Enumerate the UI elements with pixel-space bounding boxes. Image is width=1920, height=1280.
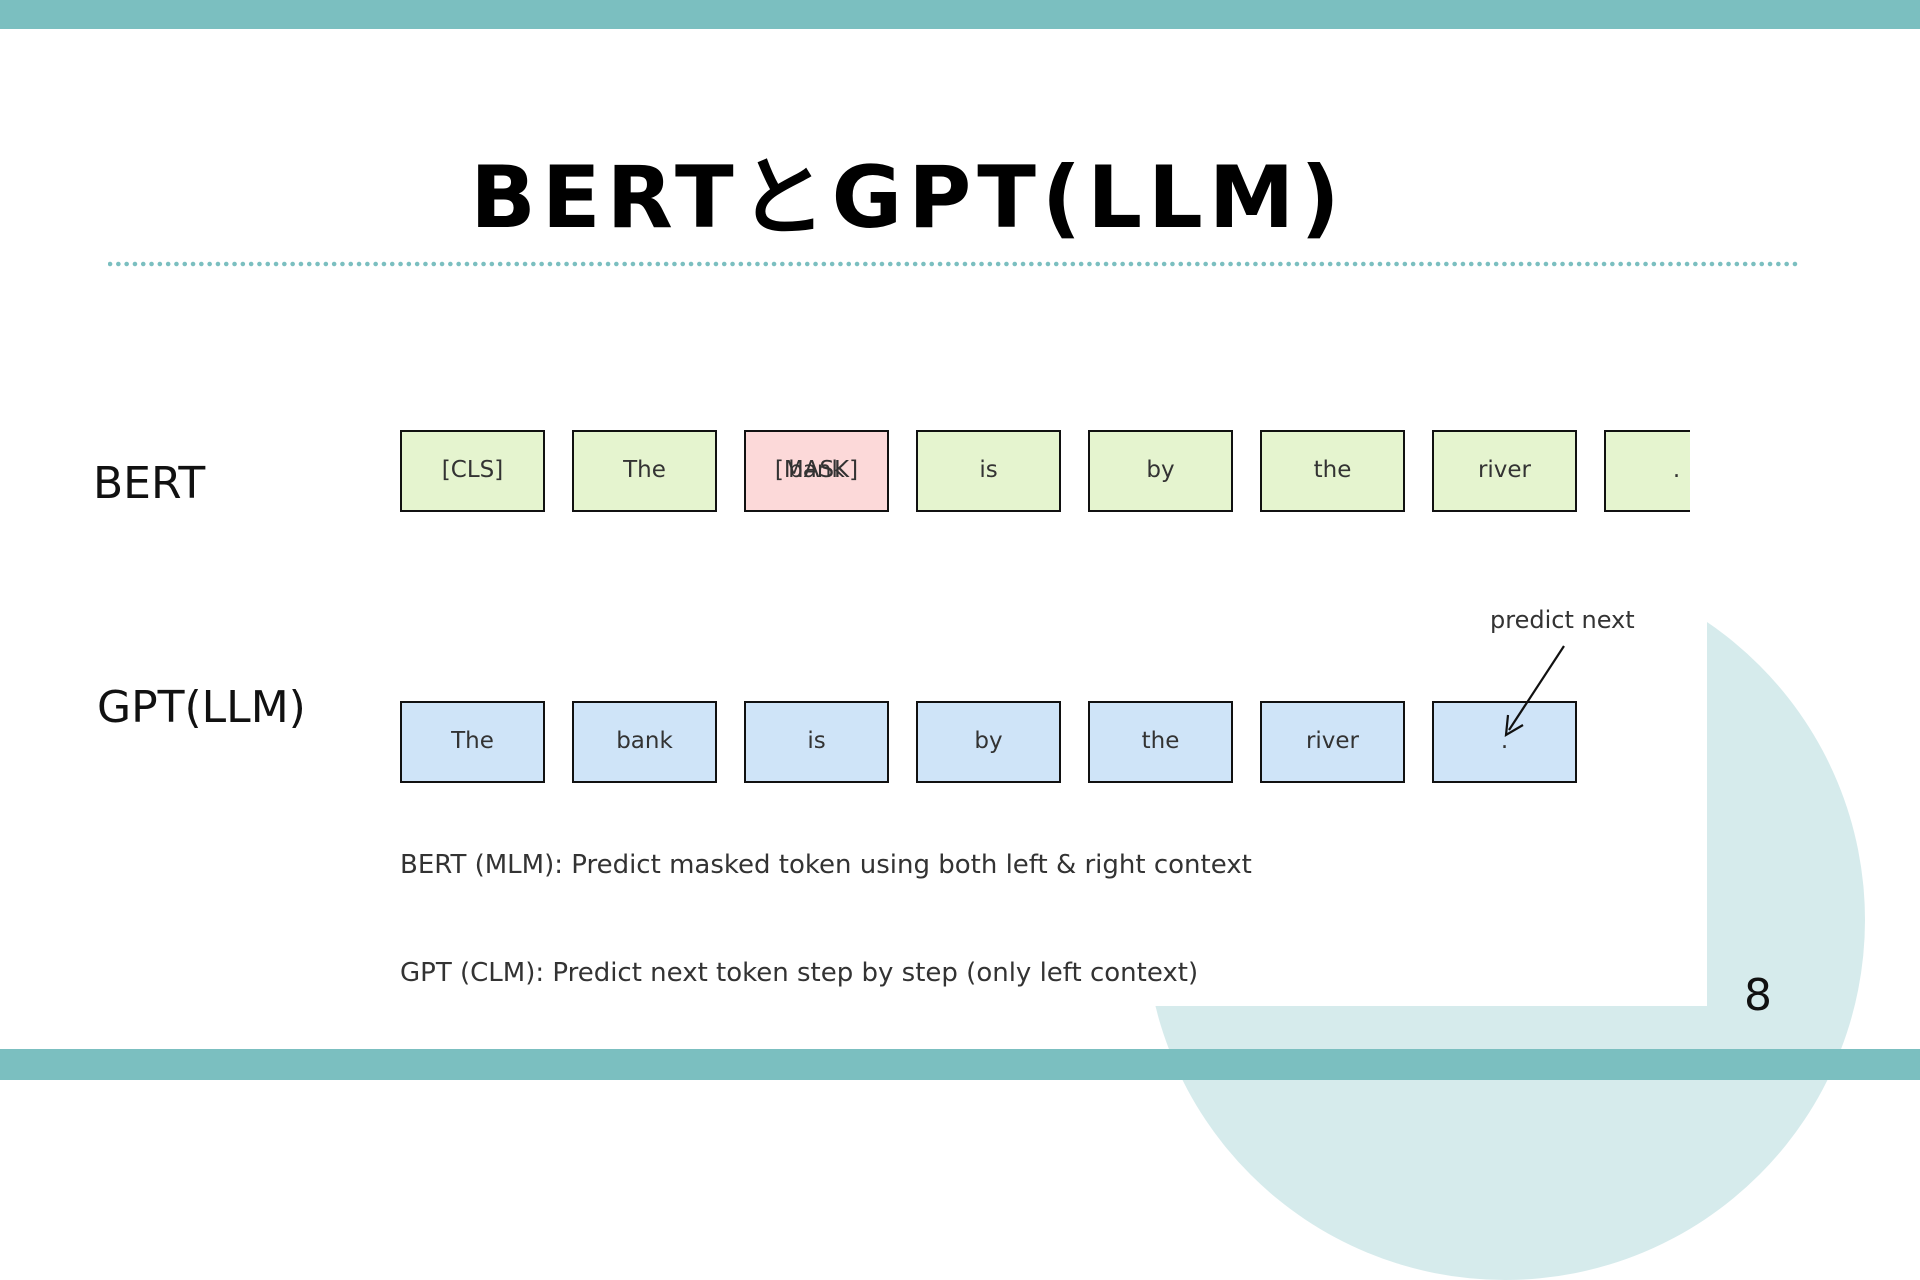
bert-token: is bbox=[916, 430, 1061, 512]
gpt-token: . bbox=[1432, 701, 1577, 783]
title-dotted-rule bbox=[108, 261, 1804, 267]
token-text: [CLS] bbox=[441, 457, 504, 483]
bert-token: the bbox=[1260, 430, 1405, 512]
content-panel bbox=[1100, 560, 1707, 1006]
token-text: . bbox=[1500, 728, 1509, 754]
gpt-token: by bbox=[916, 701, 1061, 783]
page-number: 8 bbox=[1744, 970, 1772, 1021]
bottom-band bbox=[0, 1049, 1920, 1080]
gpt-caption: GPT (CLM): Predict next token step by st… bbox=[400, 958, 1199, 988]
bert-caption: BERT (MLM): Predict masked token using b… bbox=[400, 850, 1252, 880]
bert-row-label: BERT bbox=[93, 458, 206, 509]
token-text: river bbox=[1305, 728, 1360, 754]
masked-original-word: bank bbox=[788, 457, 845, 483]
gpt-row-label: GPT(LLM) bbox=[97, 682, 306, 733]
token-text: is bbox=[807, 728, 826, 754]
bert-token: by bbox=[1088, 430, 1233, 512]
token-text: bank bbox=[616, 728, 673, 754]
gpt-token: is bbox=[744, 701, 889, 783]
top-band bbox=[0, 0, 1920, 29]
bert-mask-token: bank [MASK] bbox=[744, 430, 889, 512]
gpt-token: the bbox=[1088, 701, 1233, 783]
bert-token-row: [CLS] The bank [MASK] is by the river . bbox=[398, 428, 1690, 514]
token-text: by bbox=[974, 728, 1003, 754]
bert-token: [CLS] bbox=[400, 430, 545, 512]
token-text: river bbox=[1477, 457, 1532, 483]
slide-title: BERTとGPT(LLM) bbox=[470, 148, 1346, 248]
gpt-token: bank bbox=[572, 701, 717, 783]
bert-token: . bbox=[1604, 430, 1690, 512]
token-text: is bbox=[979, 457, 998, 483]
gpt-token: river bbox=[1260, 701, 1405, 783]
token-text: the bbox=[1141, 728, 1180, 754]
mask-token-text: [MASK] bbox=[774, 457, 859, 483]
bert-token: The bbox=[572, 430, 717, 512]
token-text: . bbox=[1672, 457, 1681, 483]
predict-next-callout: predict next bbox=[1490, 606, 1635, 634]
token-text: The bbox=[623, 457, 666, 483]
gpt-token: The bbox=[400, 701, 545, 783]
token-text: by bbox=[1146, 457, 1175, 483]
token-text: The bbox=[451, 728, 494, 754]
callout-arrow-icon bbox=[1504, 645, 1565, 738]
bert-token: river bbox=[1432, 430, 1577, 512]
token-text: the bbox=[1313, 457, 1352, 483]
